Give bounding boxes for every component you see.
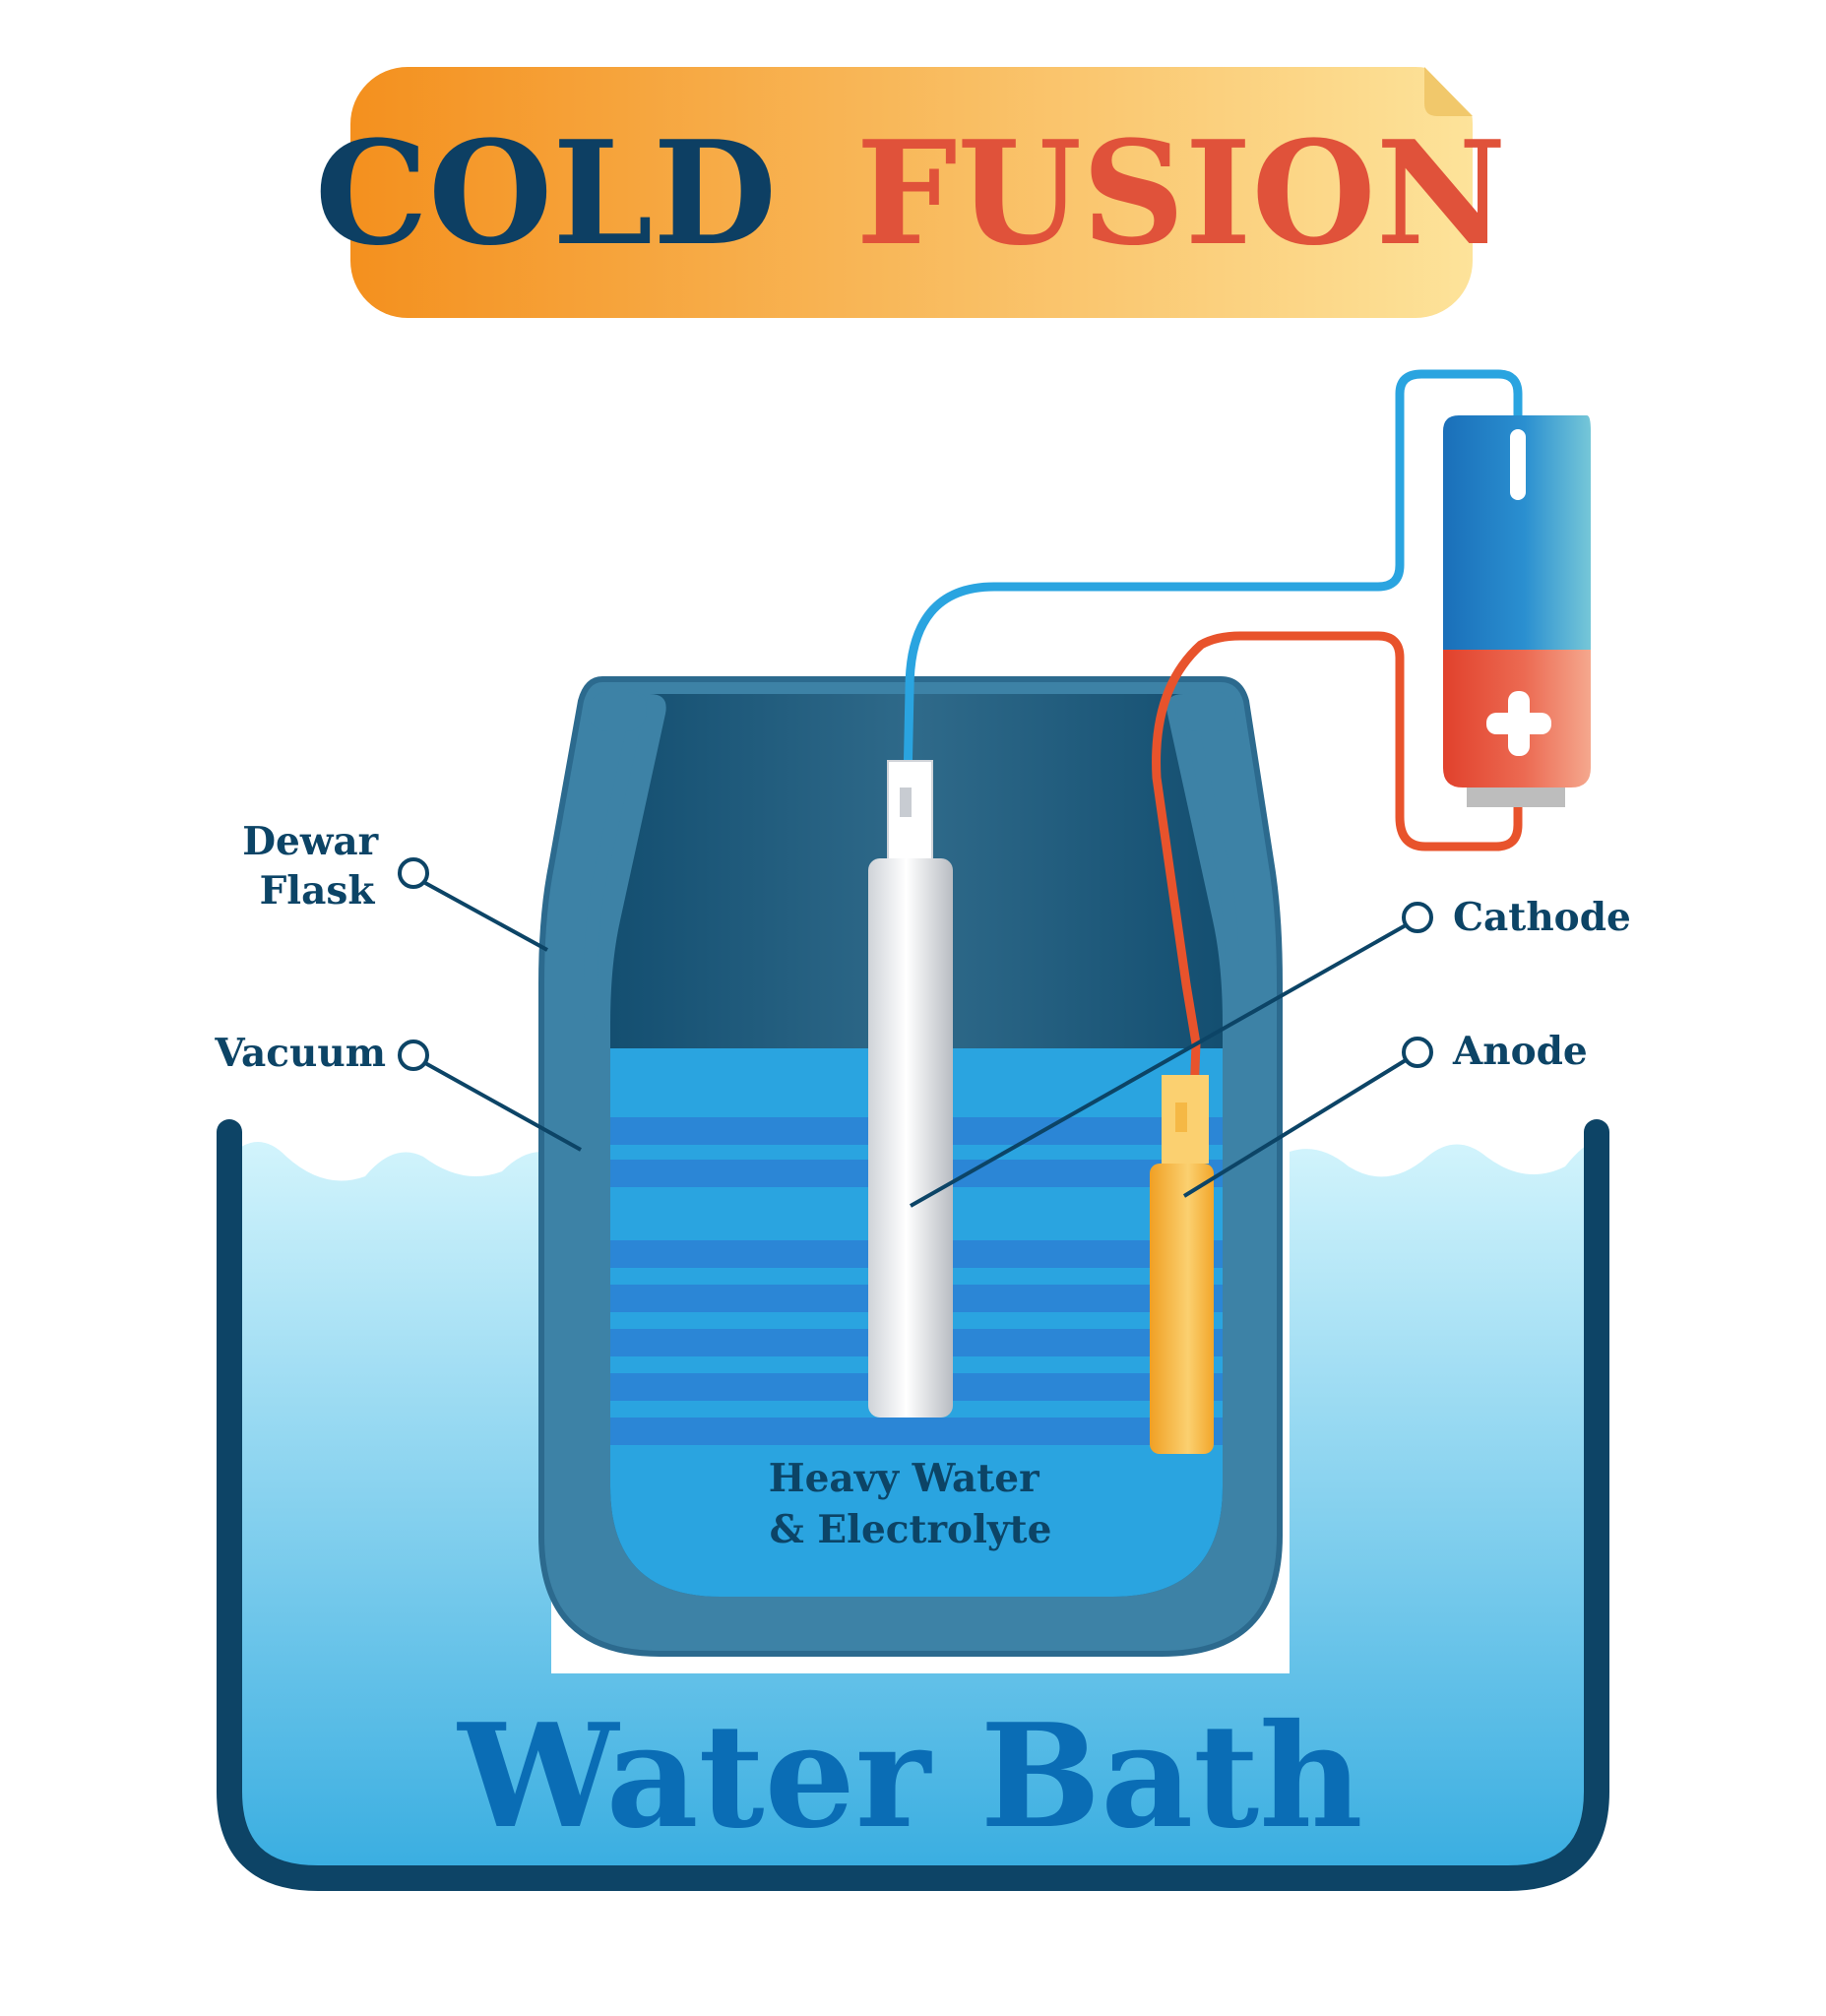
heavy-water-label-line1: Heavy Water xyxy=(769,1456,1039,1501)
anode-callout-dot xyxy=(1402,1037,1433,1068)
battery-negative-terminal xyxy=(1510,429,1526,500)
title-banner: COLD FUSION xyxy=(315,67,1507,318)
battery-plus-icon xyxy=(1486,691,1551,756)
cathode-electrode xyxy=(868,760,953,1418)
svg-text:Heavy Water & Electrolyt: Heavy Water & Electrolyte xyxy=(769,1456,1052,1552)
cathode-label: Cathode xyxy=(1453,895,1631,940)
title-word-cold: COLD xyxy=(315,110,777,278)
cathode-callout-dot xyxy=(1402,902,1433,933)
wires xyxy=(900,369,1523,1097)
blue-wire xyxy=(900,369,1523,800)
vacuum-label: Vacuum xyxy=(214,1031,386,1076)
title-word-fusion: FUSION xyxy=(856,110,1507,278)
dewar-label-line1: Dewar xyxy=(242,819,378,864)
svg-text:COLD FUSION: COLD FUSION xyxy=(315,110,1507,278)
dewar-callout-dot xyxy=(398,857,429,889)
dewar-label-line2: Flask xyxy=(260,868,376,914)
heavy-water-label-line2: & Electrolyte xyxy=(770,1507,1052,1552)
battery xyxy=(1443,415,1591,807)
svg-text:Dewar Flask: Dewar Flask xyxy=(242,819,392,914)
vacuum-callout-dot xyxy=(398,1040,429,1071)
anode-label: Anode xyxy=(1452,1029,1588,1074)
red-wire xyxy=(1152,631,1523,1097)
callouts xyxy=(398,857,1433,1208)
anode-electrode xyxy=(1150,1075,1214,1454)
water-bath-label: Water Bath xyxy=(456,1693,1362,1860)
water-bath: Water Bath xyxy=(217,1119,1609,1891)
